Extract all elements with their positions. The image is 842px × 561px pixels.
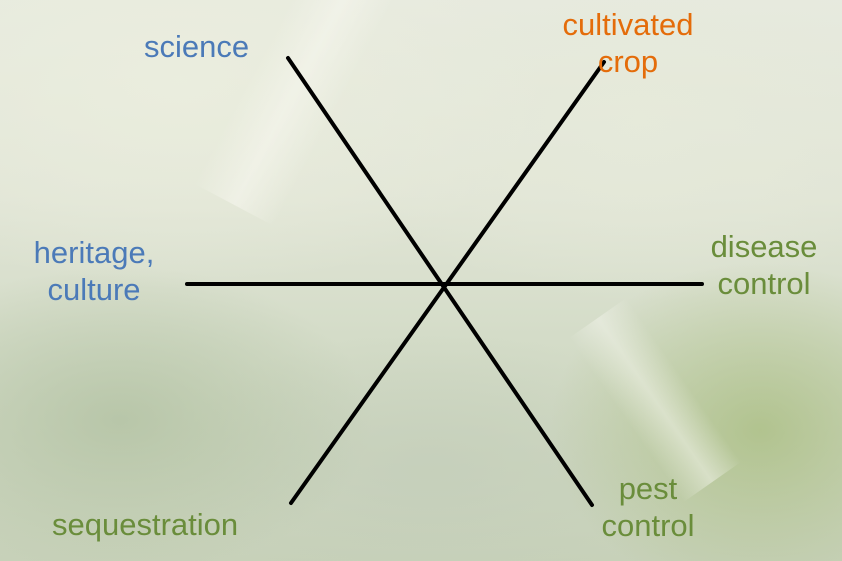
label-heritage-line2: culture: [47, 272, 141, 307]
label-pest-control: pest control: [572, 470, 724, 544]
label-heritage-culture: heritage, culture: [2, 234, 186, 308]
label-science: science: [144, 29, 250, 64]
label-disease-line1: disease: [710, 229, 818, 264]
label-cultivated-crop: cultivated crop: [548, 6, 708, 80]
spoke-science-pest: [286, 56, 594, 507]
label-cultivated-line2: crop: [597, 44, 659, 79]
label-heritage-line1: heritage,: [33, 235, 155, 270]
label-cultivated-line1: cultivated: [562, 7, 694, 42]
label-pest-line2: control: [601, 508, 695, 543]
label-pest-line1: pest: [618, 471, 678, 506]
label-disease-line2: control: [717, 266, 811, 301]
label-sequestration: sequestration: [52, 507, 239, 542]
label-disease-control: disease control: [688, 228, 840, 302]
